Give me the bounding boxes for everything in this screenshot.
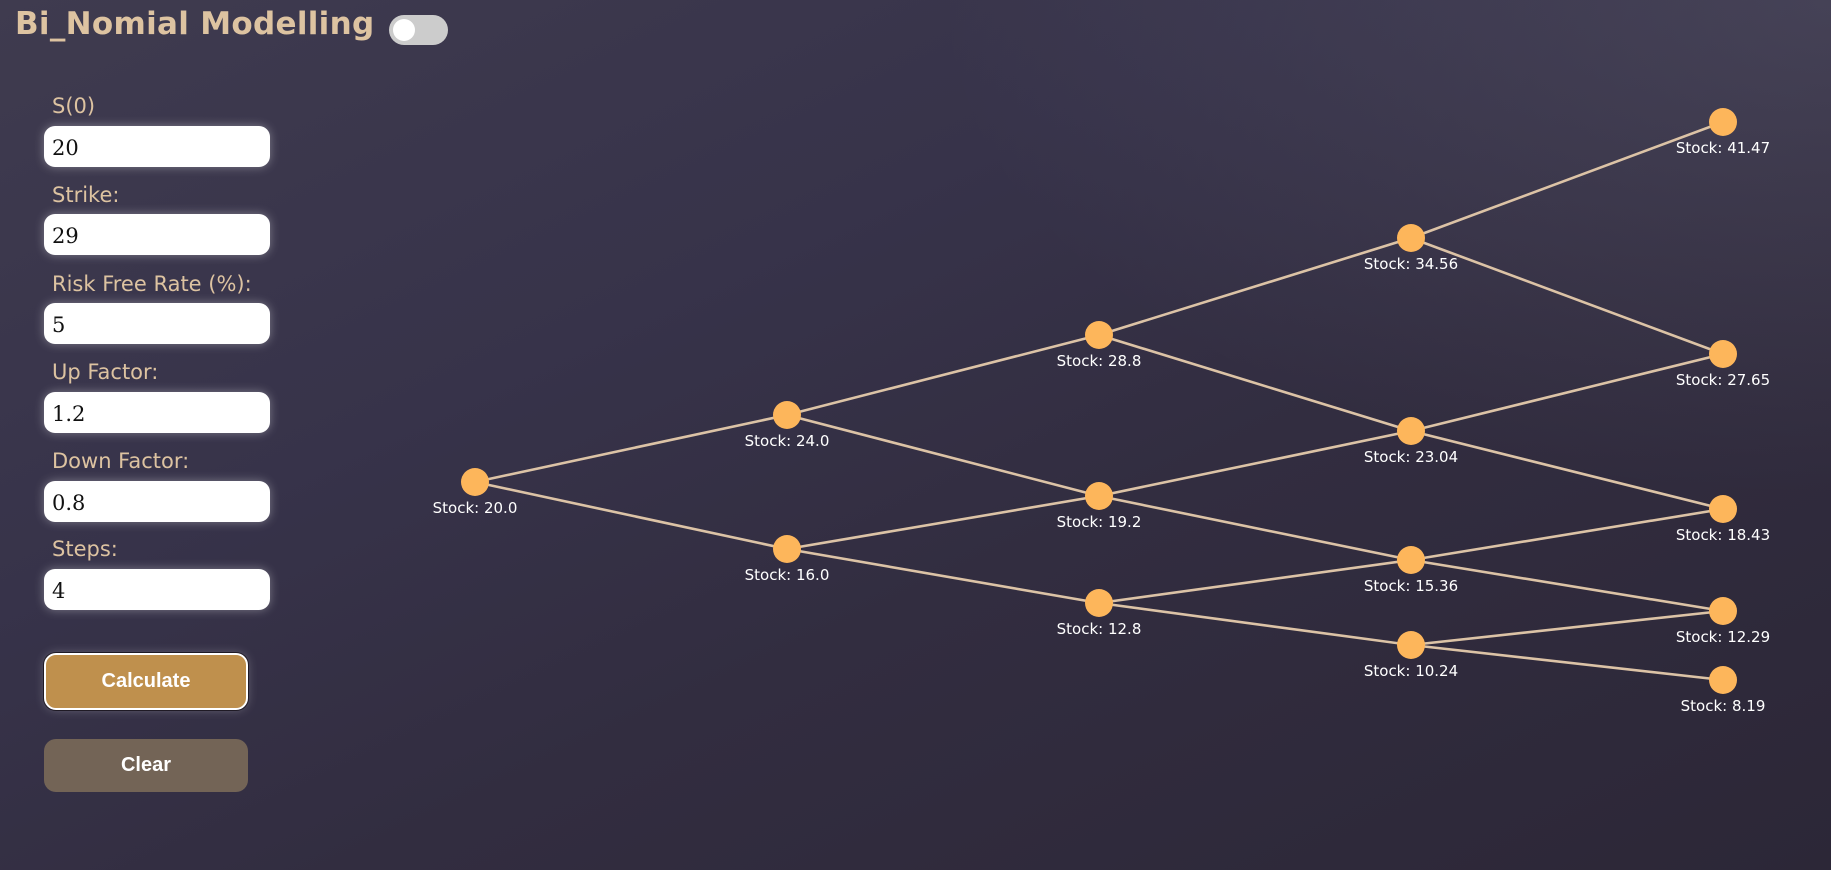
down-factor-label: Down Factor: [52,449,190,473]
tree-edge-down [1410,429,1724,511]
theme-toggle[interactable] [389,15,448,45]
tree-node-label: Stock: 24.0 [745,432,830,450]
tree-node [1709,108,1737,136]
tree-node [1709,340,1737,368]
tree-edge-up [1410,120,1724,240]
tree-node-label: Stock: 8.19 [1681,697,1766,715]
tree-node [1709,666,1737,694]
tree-edge-down [1098,601,1412,647]
app-title: Bi_Nomial Modelling [15,6,375,42]
tree-edge-down [1410,558,1724,613]
tree-node [773,535,801,563]
tree-node-label: Stock: 28.8 [1057,352,1142,370]
tree-edge-down [1098,333,1412,433]
tree-edge-down [786,413,1100,498]
up-factor-label: Up Factor: [52,360,159,384]
tree-edge-up [1410,507,1724,562]
up-factor-input[interactable] [44,392,270,433]
tree-edge-down [786,547,1100,605]
tree-node-label: Stock: 34.56 [1364,255,1458,273]
tree-edge-down [1410,236,1724,356]
tree-edge-up [1098,429,1412,498]
tree-node-label: Stock: 16.0 [745,566,830,584]
tree-node-label: Stock: 12.29 [1676,628,1770,646]
s0-input[interactable] [44,126,270,167]
tree-node-label: Stock: 27.65 [1676,371,1770,389]
tree-node-label: Stock: 20.0 [433,499,518,517]
tree-edge-up [1410,609,1724,647]
tree-node-label: Stock: 18.43 [1676,526,1770,544]
tree-node-label: Stock: 15.36 [1364,577,1458,595]
tree-node-label: Stock: 19.2 [1057,513,1142,531]
tree-node [461,468,489,496]
down-factor-input[interactable] [44,481,270,522]
risk-free-rate-label: Risk Free Rate (%): [52,272,252,296]
tree-node [1397,224,1425,252]
tree-node [1709,597,1737,625]
toggle-knob [393,19,415,41]
tree-edge-down [1098,494,1412,562]
tree-node-label: Stock: 12.8 [1057,620,1142,638]
tree-node [1085,589,1113,617]
calculate-button[interactable]: Calculate [44,653,248,710]
tree-edge-up [1410,352,1724,433]
clear-button[interactable]: Clear [44,739,248,792]
strike-label: Strike: [52,183,120,207]
tree-node [1397,546,1425,574]
tree-edge-up [786,494,1100,551]
steps-input[interactable] [44,569,270,610]
tree-node [1709,495,1737,523]
tree-node [1397,417,1425,445]
tree-edge-up [786,333,1100,417]
tree-node [773,401,801,429]
tree-node [1085,482,1113,510]
tree-edge-down [1410,643,1724,682]
tree-node-label: Stock: 10.24 [1364,662,1458,680]
tree-edge-down [474,480,788,551]
tree-edge-up [474,413,788,484]
tree-node [1085,321,1113,349]
strike-input[interactable] [44,214,270,255]
risk-free-rate-input[interactable] [44,303,270,344]
steps-label: Steps: [52,537,118,561]
tree-node-label: Stock: 41.47 [1676,139,1770,157]
tree-edge-up [1098,236,1412,337]
s0-label: S(0) [52,94,96,118]
tree-node-label: Stock: 23.04 [1364,448,1458,466]
tree-edge-up [1098,558,1412,605]
tree-node [1397,631,1425,659]
